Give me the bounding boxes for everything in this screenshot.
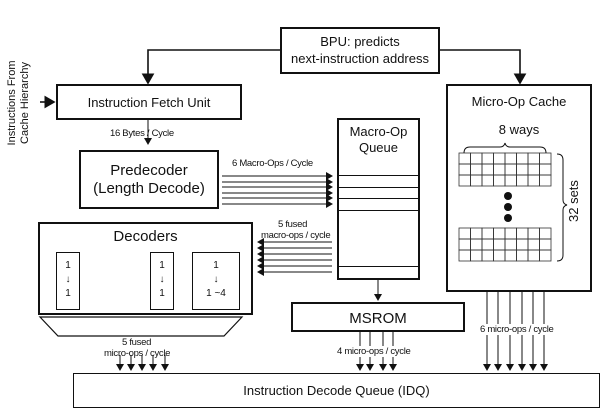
uopcache-rate-label: 6 micro-ops / cycle: [480, 324, 554, 335]
macro-op-queue: Macro-Op Queue: [337, 118, 420, 280]
decoders-rate-label-1: 5 fused: [122, 337, 152, 348]
uopcache-grid-top: [458, 152, 552, 187]
queue-slot: [339, 175, 418, 188]
queue-label-1: Macro-Op: [349, 124, 408, 139]
instruction-decode-queue: Instruction Decode Queue (IDQ): [73, 373, 600, 408]
msrom-label: MSROM: [349, 310, 407, 327]
decoder-unit: 1↓1: [56, 252, 80, 310]
queue-label-2: Queue: [358, 140, 399, 155]
decoders-box: Decoders 1↓1 1↓1 1↓1 ~4: [38, 222, 253, 315]
decoder-unit: 1↓1: [150, 252, 174, 310]
predecoder-box: Predecoder (Length Decode): [79, 150, 219, 209]
bpu-box: BPU: predicts next-instruction address: [280, 27, 440, 74]
cache-cell: [539, 249, 552, 262]
predecode-arrows: [222, 172, 333, 208]
bpu-label-2: next-instruction address: [290, 51, 429, 66]
side-label: Instructions From Cache Hierarchy: [6, 60, 31, 146]
msrom-box: MSROM: [291, 302, 465, 332]
complex-decoder-unit: 1↓1 ~4: [192, 252, 240, 310]
decoders-title: Decoders: [113, 228, 178, 245]
uopcache-grid-bottom: [458, 227, 552, 262]
predecoder-label-1: Predecoder: [110, 162, 188, 179]
queue-slot: [339, 266, 418, 267]
fetch-rate-label: 16 Bytes / Cycle: [110, 128, 174, 139]
uopcache-dots: [504, 192, 512, 222]
decoder-output-arrows: [116, 355, 169, 371]
predecoder-label-2: (Length Decode): [93, 180, 205, 197]
idq-label: Instruction Decode Queue (IDQ): [243, 383, 430, 398]
queue-to-decoder-arrows: [257, 238, 332, 276]
bpu-to-fetch-arrow: [141, 49, 280, 85]
micro-op-cache: Micro-Op Cache 8 ways: [446, 84, 592, 292]
cache-cell: [539, 174, 552, 187]
instruction-fetch-unit: Instruction Fetch Unit: [56, 84, 242, 120]
bpu-label-1: BPU: predicts: [320, 34, 400, 49]
uopcache-title: Micro-Op Cache: [471, 94, 567, 109]
msrom-rate-label: 4 micro-ops / cycle: [337, 346, 411, 357]
bpu-to-uopcache-arrow: [440, 49, 527, 85]
queue-rate-label-1: 5 fused: [278, 219, 308, 230]
decoders-mux: [38, 316, 244, 337]
sets-brace: [556, 153, 568, 262]
predecode-rate-label: 6 Macro-Ops / Cycle: [232, 158, 313, 169]
ways-brace: [463, 142, 547, 154]
fetch-unit-label: Instruction Fetch Unit: [87, 95, 211, 110]
queue-rate-label-2: macro-ops / cycle: [261, 230, 331, 241]
sets-label: 32 sets: [566, 180, 581, 222]
decoders-rate-label-2: micro-ops / cycle: [104, 348, 171, 359]
queue-slot: [339, 198, 418, 211]
ways-label: 8 ways: [498, 122, 540, 137]
